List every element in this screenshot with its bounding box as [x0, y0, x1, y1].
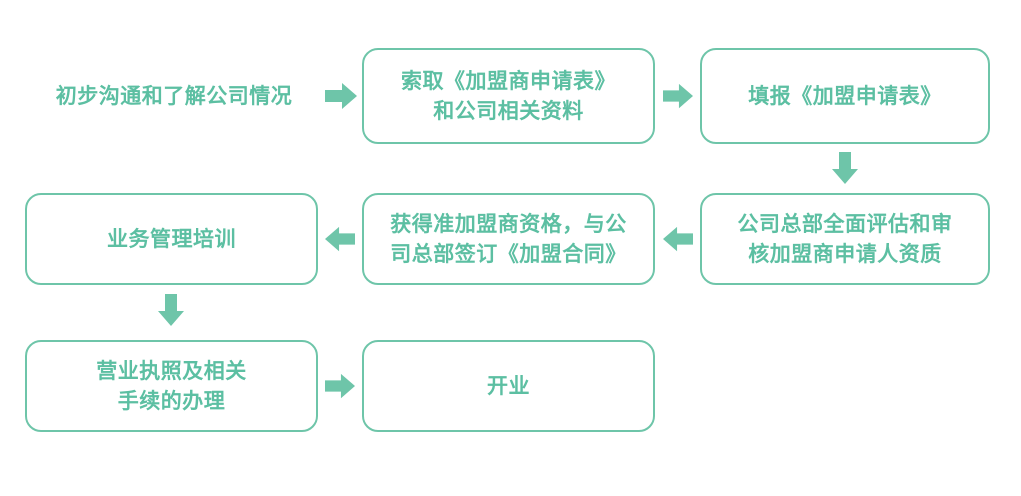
arrow-left-step4-step5[interactable]	[663, 226, 693, 252]
flow-node-step-8[interactable]: 开业	[362, 340, 655, 432]
flow-node-step-6[interactable]: 业务管理培训	[25, 193, 318, 285]
flow-node-step-3[interactable]: 填报《加盟申请表》	[700, 48, 990, 144]
arrow-down-step6-step7[interactable]	[158, 294, 184, 326]
arrow-right-step1-step2[interactable]	[325, 83, 357, 109]
flow-node-step-7[interactable]: 营业执照及相关 手续的办理	[25, 340, 318, 432]
flow-node-step-4-label: 公司总部全面评估和审 核加盟商申请人资质	[737, 211, 953, 266]
flow-node-step-2[interactable]: 索取《加盟商申请表》 和公司相关资料	[362, 48, 655, 144]
arrow-right-step7-step8[interactable]	[325, 373, 355, 399]
arrow-left-step5-step6[interactable]	[325, 226, 355, 252]
flow-node-step-7-label: 营业执照及相关 手续的办理	[96, 358, 247, 413]
flow-node-step-2-label: 索取《加盟商申请表》 和公司相关资料	[401, 68, 616, 123]
arrow-right-step2-step3[interactable]	[663, 83, 693, 109]
flow-node-step-8-label: 开业	[487, 373, 530, 398]
arrow-down-step3-step4[interactable]	[832, 152, 858, 184]
flow-node-step-1[interactable]: 初步沟通和了解公司情况	[35, 72, 313, 120]
flow-node-step-5-label: 获得准加盟商资格，与公 司总部签订《加盟合同》	[390, 211, 627, 266]
flow-node-step-4[interactable]: 公司总部全面评估和审 核加盟商申请人资质	[700, 193, 990, 285]
flow-node-step-5[interactable]: 获得准加盟商资格，与公 司总部签订《加盟合同》	[362, 193, 655, 285]
flow-node-step-1-label: 初步沟通和了解公司情况	[55, 83, 293, 108]
flow-node-step-3-label: 填报《加盟申请表》	[748, 83, 942, 108]
flow-node-step-6-label: 业务管理培训	[107, 226, 236, 251]
